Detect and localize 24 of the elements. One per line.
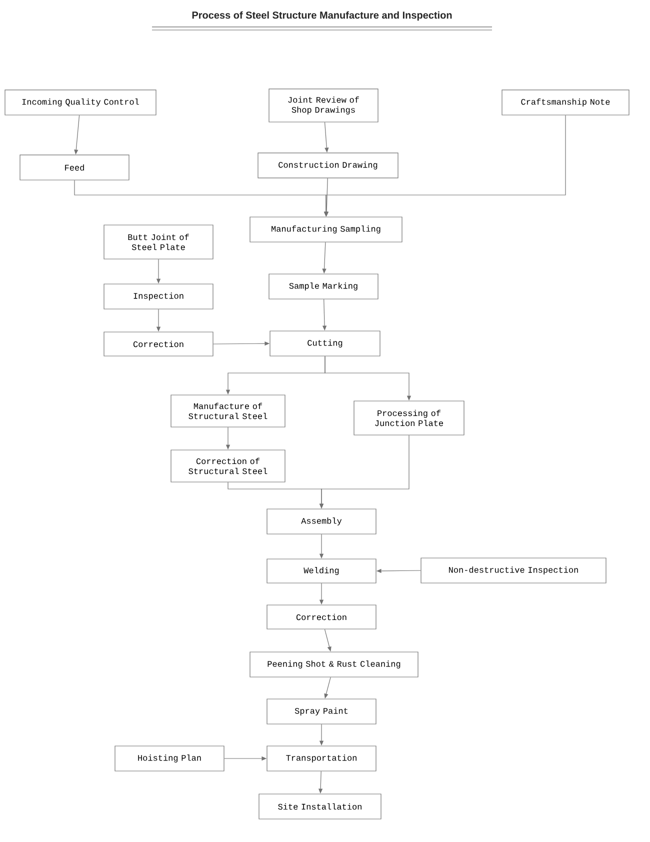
process-box: Joint Review of Shop Drawings [268, 88, 378, 122]
process-box: Spray Paint [266, 698, 376, 724]
process-box: Butt Joint of Steel Plate [104, 224, 214, 260]
process-box: Hoisting Plan [114, 746, 224, 772]
process-box: Craftsmanship Note [502, 90, 630, 116]
process-box: Welding [266, 558, 376, 584]
process-box: Site Installation [258, 794, 382, 820]
process-box: Transportation [266, 746, 376, 772]
process-box: Cutting [270, 330, 380, 356]
process-box: Correction of Structural Steel [170, 450, 286, 482]
process-box: Manufacture of Structural Steel [170, 394, 286, 428]
process-box: Inspection [104, 284, 214, 310]
process-box: Processing of Junction Plate [354, 400, 464, 436]
process-box: Peening Shot & Rust Cleaning [250, 652, 418, 678]
process-box: Correction [104, 332, 214, 356]
process-box: Non-destructive Inspection [420, 558, 606, 584]
title: Process of Steel Structure Manufacture and Inspection [192, 11, 452, 21]
process-box: Construction Drawing [258, 152, 398, 178]
process-box: Feed [20, 154, 130, 180]
process-box: Incoming Quality Control [4, 90, 156, 116]
process-box: Sample Marking [268, 274, 378, 300]
process-box: Assembly [266, 508, 376, 534]
process-box: Correction [266, 604, 376, 630]
process-box: Manufacturing Sampling [250, 216, 402, 242]
